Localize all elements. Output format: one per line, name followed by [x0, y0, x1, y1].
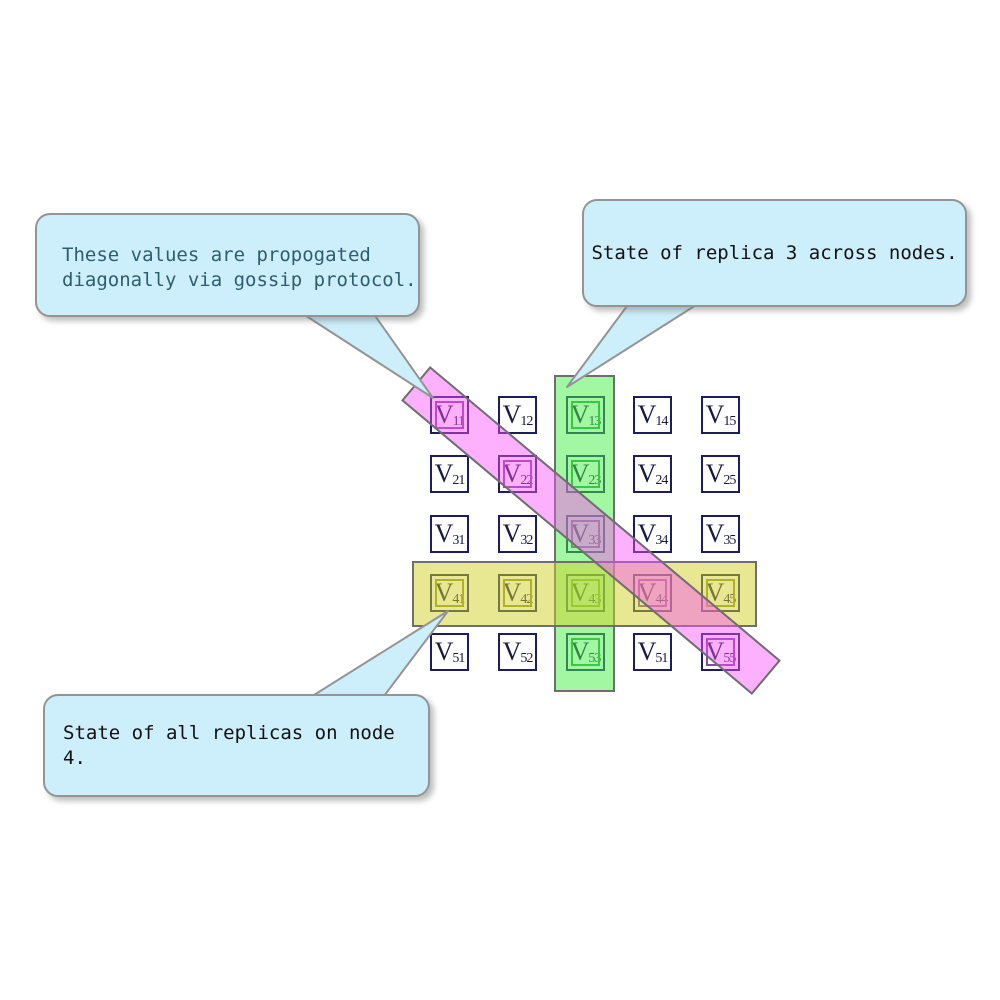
- replica3-callout-bubble: State of replica 3 across nodes.: [582, 199, 967, 307]
- cell-symbol: V: [705, 459, 725, 488]
- cell-symbol: V: [637, 637, 657, 666]
- cell-subscript: 12: [520, 414, 533, 429]
- cell-subscript: 24: [655, 473, 668, 488]
- cell-subscript: 21: [452, 473, 465, 488]
- cell-subscript: 31: [452, 533, 465, 548]
- cell-symbol: V: [637, 519, 657, 548]
- cell-symbol: V: [434, 519, 454, 548]
- gossip-callout-bubble: These values are propogated diagonally v…: [35, 213, 420, 317]
- cell-subscript: 32: [520, 533, 533, 548]
- cell-subscript: 51: [655, 651, 668, 666]
- cell-subscript: 34: [655, 533, 668, 548]
- cell-symbol: V: [502, 637, 522, 666]
- replica3-callout-tail: [566, 299, 705, 388]
- cell-subscript: 52: [520, 651, 533, 666]
- cell-symbol: V: [705, 637, 725, 666]
- cell-subscript: 35: [723, 533, 736, 548]
- replica3-callout-text: State of replica 3 across nodes.: [591, 241, 958, 264]
- gossip-callout-line1: These values are propogated: [62, 244, 371, 266]
- cell-symbol: V: [637, 459, 657, 488]
- gossip-callout-line2: diagonally via gossip protocol.: [62, 269, 417, 291]
- cell-symbol: V: [637, 400, 657, 429]
- cell-symbol: V: [434, 400, 454, 429]
- cell-symbol: V: [502, 400, 522, 429]
- cell-subscript: 14: [655, 414, 668, 429]
- cell-symbol: V: [502, 519, 522, 548]
- replica-3-column-band: [554, 375, 615, 692]
- node4-callout-text: State of all replicas on node 4.: [63, 721, 395, 769]
- node-4-row-band: [412, 561, 757, 627]
- cell-symbol: V: [705, 400, 725, 429]
- cell-symbol: V: [434, 637, 454, 666]
- node4-callout-bubble: State of all replicas on node 4.: [43, 694, 430, 797]
- cell-subscript: 51: [452, 651, 465, 666]
- cell-subscript: 15: [723, 414, 736, 429]
- cell-symbol: V: [705, 519, 725, 548]
- cell-subscript: 25: [723, 473, 736, 488]
- cell-symbol: V: [434, 459, 454, 488]
- cell-symbol: V: [502, 459, 522, 488]
